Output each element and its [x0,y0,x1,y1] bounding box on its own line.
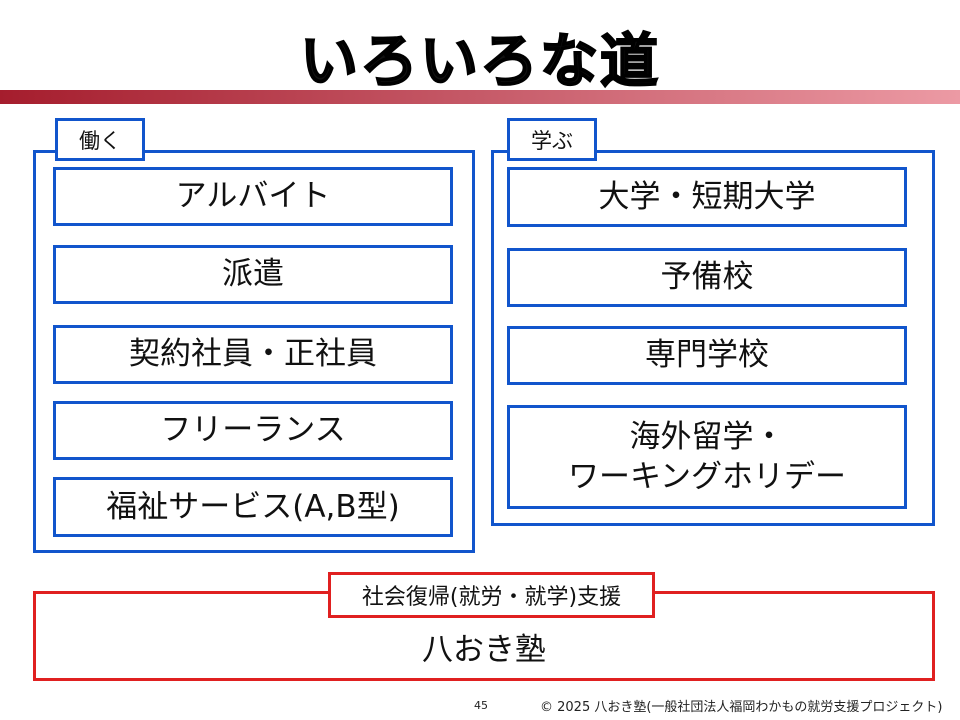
study-abroad-line2: ワーキングホリデー [567,459,847,495]
work-item-part-time: アルバイト [53,167,453,226]
work-item-dispatch: 派遣 [53,245,453,304]
support-tag: 社会復帰(就労・就学)支援 [328,572,655,618]
work-item-welfare: 福祉サービス(A,B型) [53,477,453,537]
study-tag: 学ぶ [507,118,597,161]
study-item-vocational: 専門学校 [507,326,907,385]
copyright: © 2025 八おき塾(一般社団法人福岡わかもの就労支援プロジェクト) [540,700,943,715]
work-item-employee: 契約社員・正社員 [53,325,453,384]
study-item-abroad: 海外留学・ ワーキングホリデー [507,405,907,509]
work-tag: 働く [55,118,145,161]
study-abroad-line1: 海外留学・ [629,418,785,455]
study-item-university: 大学・短期大学 [507,167,907,227]
page-number: 45 [474,699,488,712]
work-item-freelance: フリーランス [53,401,453,460]
title-divider [0,90,960,104]
page-title: いろいろな道 [299,26,660,96]
study-item-prep-school: 予備校 [507,248,907,307]
support-item: 八おき塾 [422,631,546,668]
